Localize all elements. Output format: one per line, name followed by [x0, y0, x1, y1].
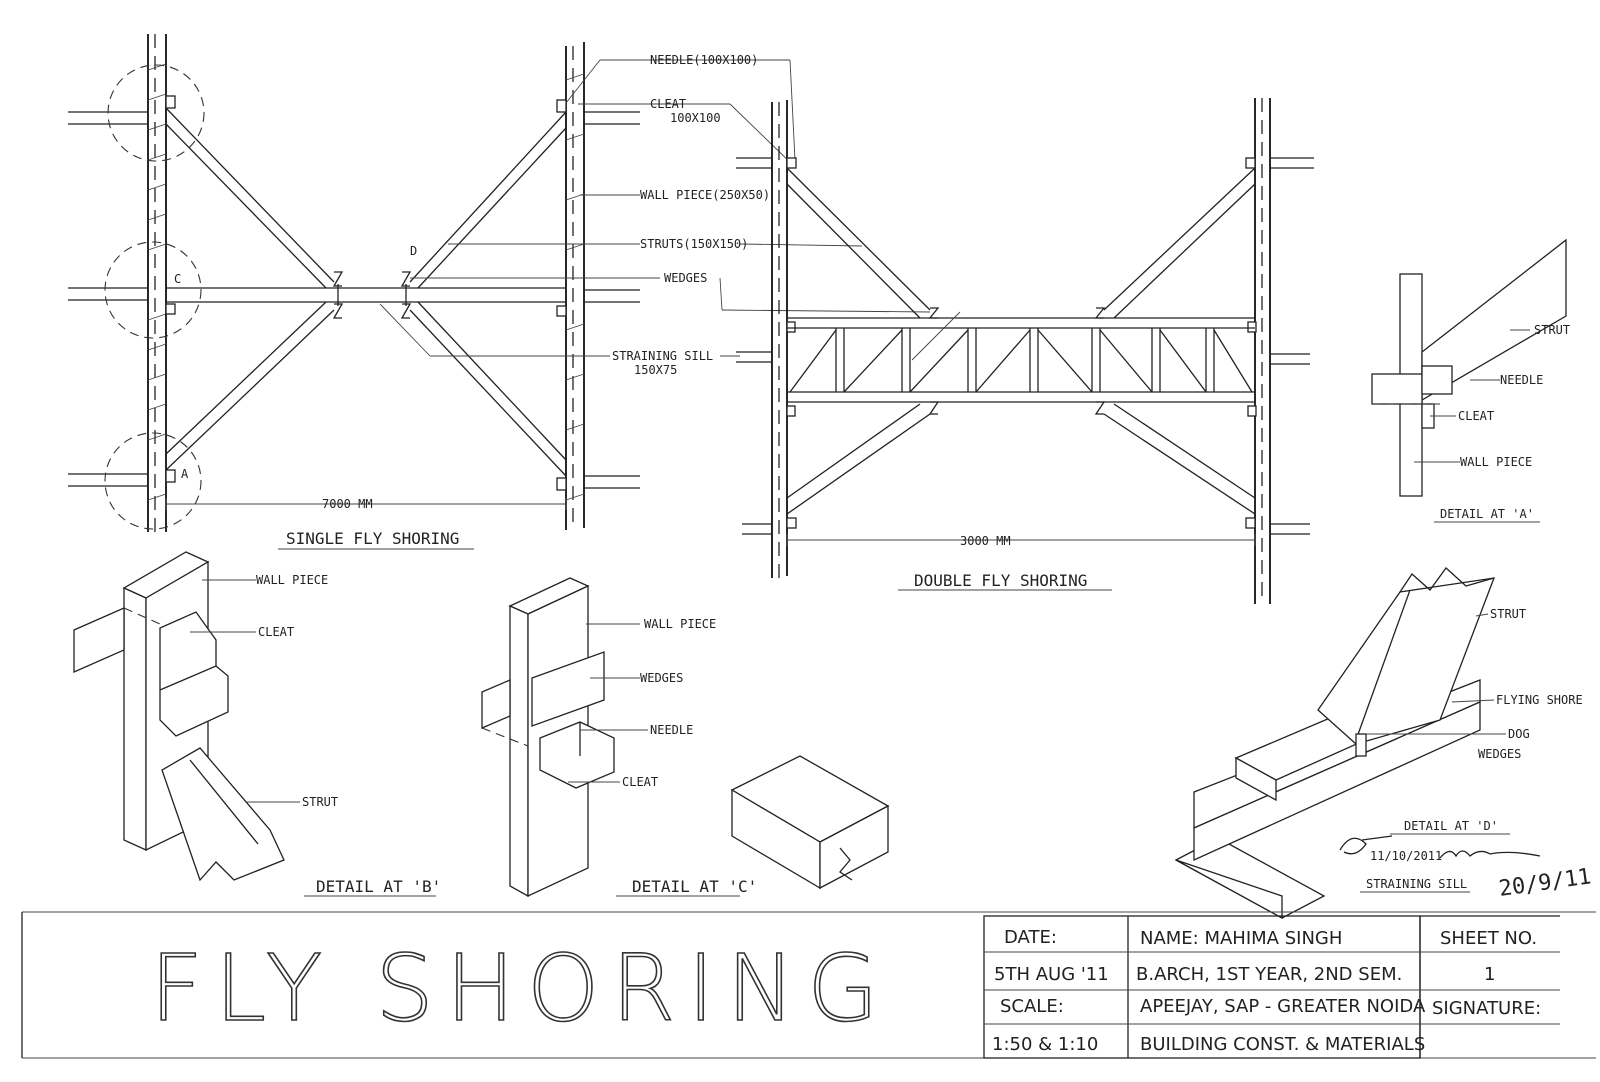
signature-date: 20/9/11	[1497, 864, 1592, 902]
label-straining-sill-d: STRAINING SILL	[1366, 877, 1467, 891]
sheet-no-label: SHEET NO.	[1440, 928, 1537, 949]
label-strut-b: STRUT	[302, 795, 338, 809]
date-value: 5TH AUG '11	[994, 964, 1109, 985]
date-label: DATE:	[1004, 927, 1057, 948]
student-name: NAME: MAHIMA SINGH	[1140, 928, 1342, 949]
subject: BUILDING CONST. & MATERIALS	[1140, 1034, 1425, 1055]
title-block: FLY SHORING DATE: 5TH AUG '11 SCALE: 1:5…	[21, 911, 1596, 1059]
label-wall-piece-c: WALL PIECE	[644, 617, 716, 631]
label-needle-c: NEEDLE	[650, 723, 693, 737]
label-wedges: WEDGES	[664, 271, 707, 285]
detail-a: STRUT NEEDLE CLEAT WALL PIECE DETAIL AT …	[1371, 238, 1570, 523]
course: B.ARCH, 1ST YEAR, 2ND SEM.	[1136, 964, 1402, 985]
label-strut-d: STRUT	[1490, 607, 1526, 621]
label-needle-a: NEEDLE	[1500, 373, 1543, 387]
label-cleat-b: CLEAT	[258, 625, 294, 639]
sheet-title: FLY SHORING	[150, 935, 891, 1042]
label-cleat-c: CLEAT	[622, 775, 658, 789]
label-struts-size: STRUTS(150X150)	[640, 237, 748, 251]
caption-detail-b: DETAIL AT 'B'	[316, 877, 441, 896]
label-wedges-c: WEDGES	[640, 671, 683, 685]
dimension-double: 3000 MM	[960, 534, 1011, 548]
sheet-no-value: 1	[1484, 964, 1495, 985]
signature-label: SIGNATURE:	[1432, 998, 1541, 1019]
label-strut-a: STRUT	[1534, 323, 1570, 337]
caption-single-fly: SINGLE FLY SHORING	[286, 529, 459, 548]
label-cleat-a: CLEAT	[1458, 409, 1494, 423]
caption-detail-d: DETAIL AT 'D'	[1404, 819, 1498, 833]
caption-detail-a: DETAIL AT 'A'	[1440, 507, 1534, 521]
marker-d: D	[410, 244, 417, 258]
signature-note: 11/10/2011	[1370, 849, 1442, 863]
isometric-block	[730, 755, 890, 890]
marker-c: C	[174, 272, 181, 286]
detail-b: WALL PIECE CLEAT STRUT DETAIL AT 'B'	[73, 551, 441, 897]
label-cleat-size: 100X100	[670, 111, 721, 125]
caption-double-fly: DOUBLE FLY SHORING	[914, 571, 1087, 590]
double-fly-shoring: 3000 MM DOUBLE FLY SHORING	[736, 98, 1314, 604]
scale-label: SCALE:	[1000, 996, 1064, 1017]
label-flying-shore: FLYING SHORE	[1496, 693, 1583, 707]
label-wedges-d: WEDGES	[1478, 747, 1521, 761]
detail-d: STRUT FLYING SHORE DOG WEDGES DETAIL AT …	[1174, 567, 1593, 920]
signature-mark	[1339, 835, 1541, 859]
caption-detail-c: DETAIL AT 'C'	[632, 877, 757, 896]
institute: APEEJAY, SAP - GREATER NOIDA	[1140, 996, 1426, 1017]
scale-value: 1:50 & 1:10	[992, 1034, 1098, 1055]
label-wall-piece-b: WALL PIECE	[256, 573, 328, 587]
label-dog: DOG	[1508, 727, 1530, 741]
dimension-single: 7000 MM	[322, 497, 373, 511]
label-cleat: CLEAT	[650, 97, 686, 111]
single-fly-shoring: C A D	[68, 34, 931, 550]
label-needle-100: NEEDLE(100X100)	[650, 53, 758, 67]
label-wall-piece-size: WALL PIECE(250X50)	[640, 188, 770, 202]
label-wall-piece-a: WALL PIECE	[1460, 455, 1532, 469]
label-straining-sill-size: 150X75	[634, 363, 677, 377]
marker-a: A	[181, 467, 189, 481]
label-straining-sill: STRAINING SILL	[612, 349, 713, 363]
detail-c: WALL PIECE WEDGES NEEDLE CLEAT DETAIL AT…	[481, 577, 757, 898]
